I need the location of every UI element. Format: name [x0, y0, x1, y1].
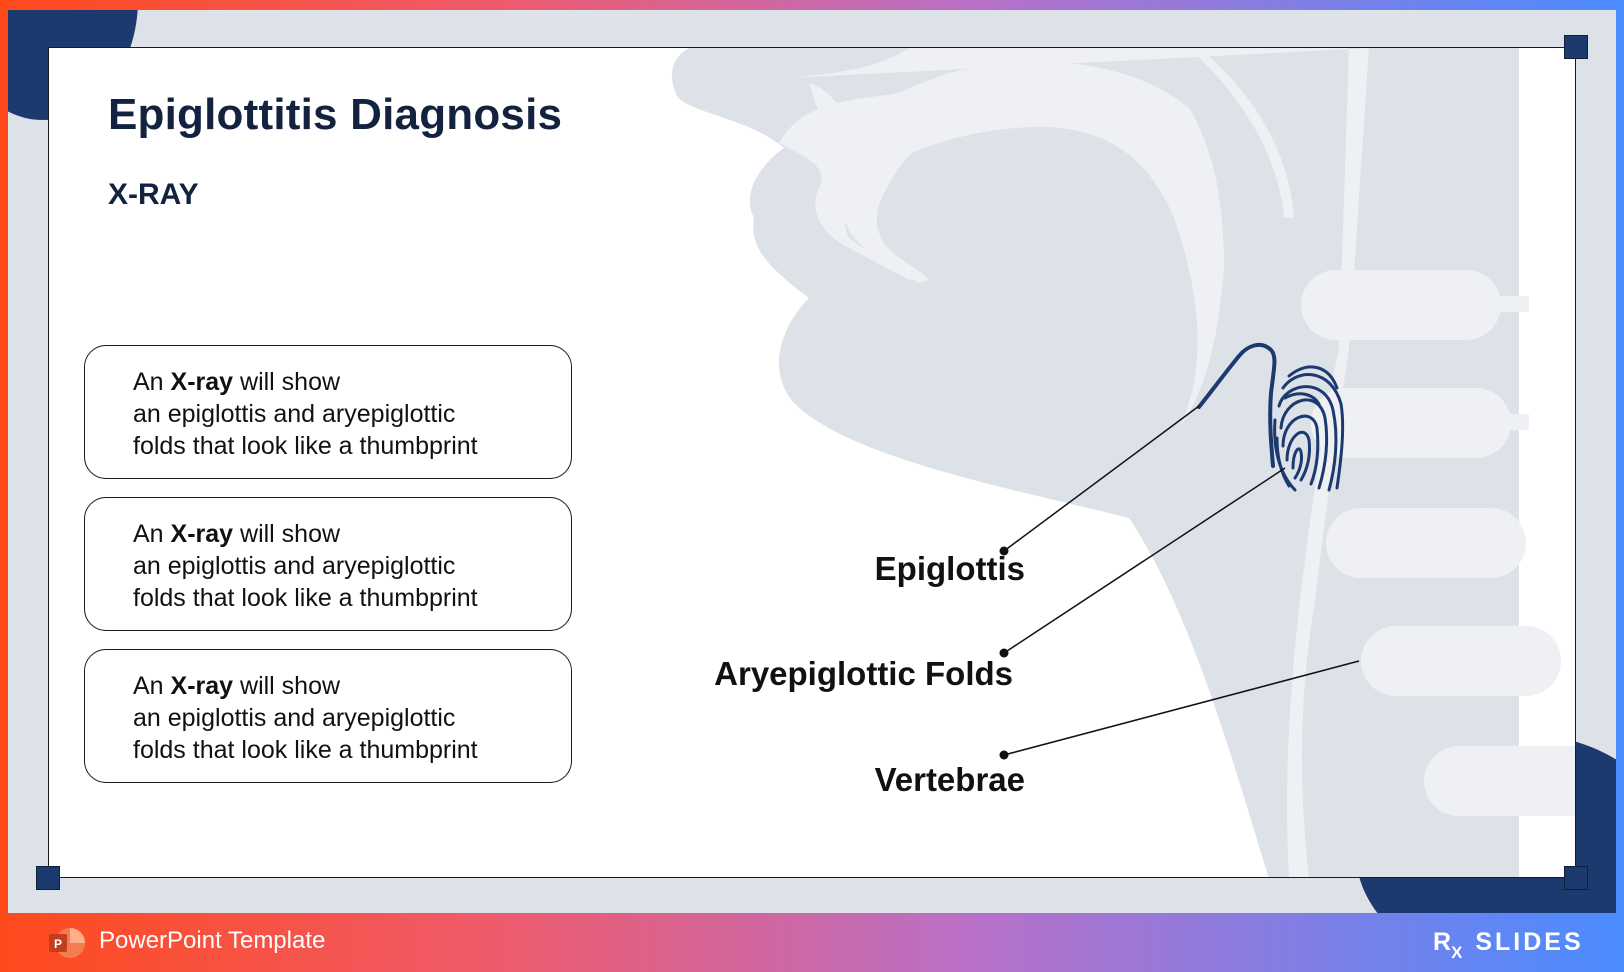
card-bold-text: X-ray — [170, 672, 234, 700]
card-text: will show — [233, 520, 341, 548]
callout-vertebrae: Vertebrae — [874, 761, 1025, 798]
card-line-3: folds that look like a thumbprint — [133, 432, 478, 460]
resize-handle-bottom-left[interactable] — [36, 866, 60, 890]
callout-aryepiglottic-folds: Aryepiglottic Folds — [714, 655, 1013, 692]
card-text: An — [133, 672, 171, 700]
epiglottis-shape — [1197, 342, 1277, 468]
card-text: will show — [233, 672, 341, 700]
slide-subtitle: X-RAY — [108, 178, 199, 211]
fingerprint-icon — [1273, 365, 1345, 492]
powerpoint-icon: P — [49, 928, 85, 958]
card-line-3: folds that look like a thumbprint — [133, 584, 478, 612]
vertebra-joint — [1499, 414, 1529, 430]
epiglottis-leader-line — [1003, 405, 1200, 552]
slide-title: Epiglottitis Diagnosis — [108, 90, 563, 139]
vertebrae-leader-line — [1003, 660, 1360, 756]
head-silhouette — [671, 48, 1519, 877]
vertebrae-leader-dot — [999, 750, 1009, 760]
folds-leader-dot — [999, 648, 1009, 658]
xray-illustration — [671, 48, 1575, 877]
upper-airway-curve — [1189, 48, 1294, 218]
info-card: An X-ray will show an epiglottis and ary… — [84, 345, 572, 479]
card-line-1: An X-ray will show — [133, 518, 571, 550]
card-text: will show — [233, 368, 341, 396]
vertebra — [1301, 270, 1501, 340]
footer-template-label: PowerPoint Template — [99, 927, 326, 954]
brand-subscript: X — [1451, 943, 1463, 962]
card-bold-text: X-ray — [170, 520, 234, 548]
card-text: An — [133, 520, 171, 548]
card-line-1: An X-ray will show — [133, 670, 571, 702]
card-line-2: an epiglottis and aryepiglottic — [133, 704, 456, 732]
brand-letter: R — [1433, 928, 1455, 956]
resize-handle-top-right[interactable] — [1564, 35, 1588, 59]
epiglottis-leader-dot — [999, 546, 1009, 556]
vertebra — [1311, 388, 1511, 458]
callout-epiglottis: Epiglottis — [874, 550, 1025, 587]
card-line-3: folds that look like a thumbprint — [133, 736, 478, 764]
brand-logo: RX SLIDES — [1433, 928, 1584, 962]
vertebra — [1361, 626, 1561, 696]
card-bold-text: X-ray — [170, 368, 234, 396]
info-card: An X-ray will show an epiglottis and ary… — [84, 649, 572, 783]
folds-leader-line — [1003, 467, 1286, 654]
vertebra — [1326, 508, 1526, 578]
brand-wordmark: SLIDES — [1475, 928, 1584, 956]
resize-handle-bottom-right[interactable] — [1564, 866, 1588, 890]
card-line-2: an epiglottis and aryepiglottic — [133, 400, 456, 428]
palate — [809, 83, 959, 283]
card-line-1: An X-ray will show — [133, 366, 571, 398]
svg-text:P: P — [54, 937, 62, 951]
info-card: An X-ray will show an epiglottis and ary… — [84, 497, 572, 631]
vertebra-joint — [1489, 296, 1529, 312]
vertebra — [1424, 746, 1575, 816]
card-line-2: an epiglottis and aryepiglottic — [133, 552, 456, 580]
card-text: An — [133, 368, 171, 396]
